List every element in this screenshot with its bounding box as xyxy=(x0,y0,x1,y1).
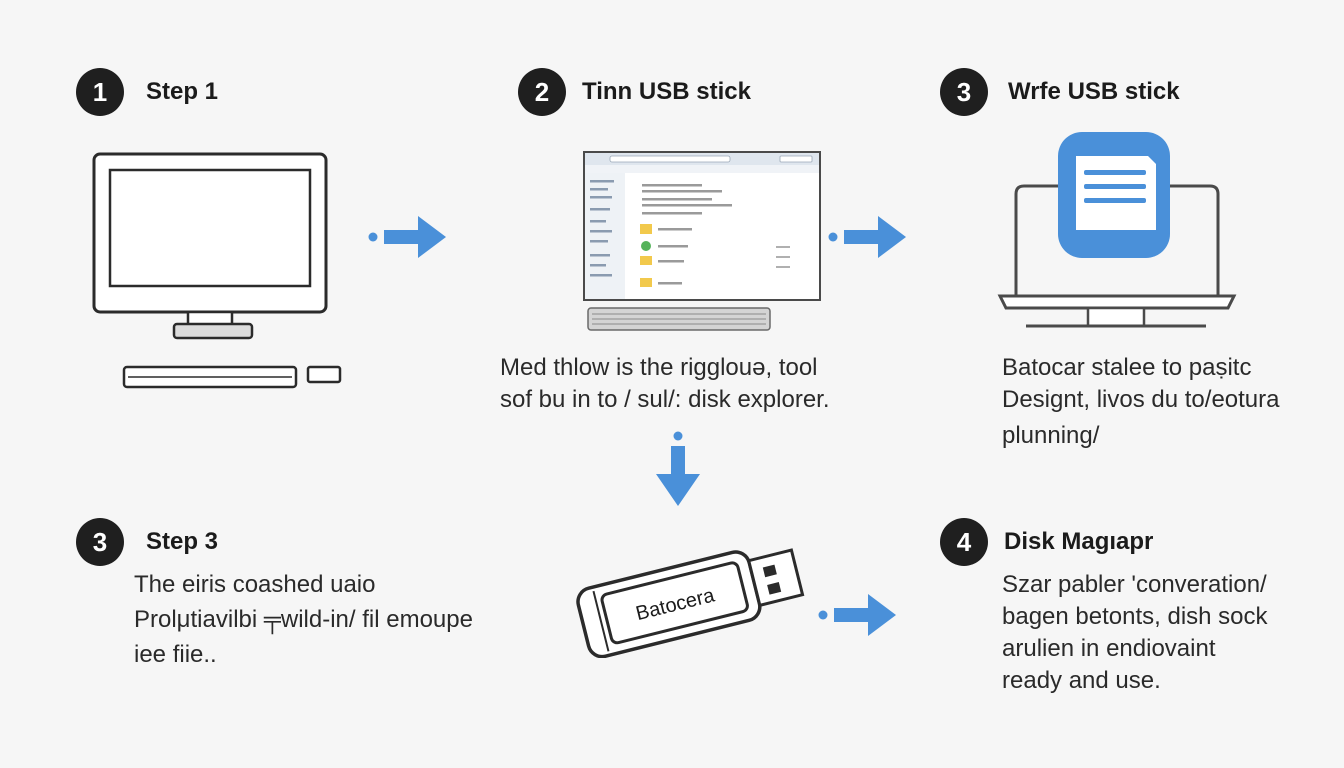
left-bottom-description: The eiris coashed uaio Prolμtiavilbi ╤wi… xyxy=(134,569,473,671)
middle-description: Med thlow is the rigglouə, tool sof bu i… xyxy=(500,352,830,416)
description-line: arulien in endiovaint xyxy=(1002,635,1216,662)
step-4-title: Disk Magıapr xyxy=(1004,528,1154,555)
step-1-badge: 1 xyxy=(76,68,124,116)
arrow-down-icon xyxy=(656,431,700,506)
laptop-document-icon xyxy=(997,132,1237,328)
description-line: plunning/ xyxy=(1002,422,1100,449)
step-2-title: Tinn USB stick xyxy=(582,78,751,105)
usb-stick-icon: Batocera xyxy=(576,548,805,658)
description-line: Prolμtiavilbi ╤wild-in/ fil emoupe xyxy=(134,606,473,633)
step-3-badge: 3 xyxy=(940,68,988,116)
description-line: Med thlow is the rigglouə, tool xyxy=(500,354,818,381)
step-2-badge: 2 xyxy=(518,68,566,116)
right-bottom-description: Szar pabler 'converation/ bagen betonts,… xyxy=(1002,569,1268,697)
laptop-explorer-icon xyxy=(583,151,821,331)
description-line: sof bu in to / sul/: disk explorer. xyxy=(500,386,830,413)
description-line: Designt, livos du to/eotura xyxy=(1002,386,1280,413)
right-top-description: Batocar stalee to paṣitc Designt, livos … xyxy=(1002,352,1280,452)
step-3b-title: Step 3 xyxy=(146,528,219,555)
description-line: bagen betonts, dish sock xyxy=(1002,603,1268,630)
step-4-badge: 4 xyxy=(940,518,988,566)
step-1-title: Step 1 xyxy=(146,78,219,105)
arrow-right-icon xyxy=(828,216,906,258)
arrow-right-icon xyxy=(368,216,446,258)
monitor-icon xyxy=(92,152,342,389)
description-line: The eiris coashed uaio xyxy=(134,571,376,598)
description-line: iee fiie.. xyxy=(134,641,217,668)
description-line: Szar pabler 'converation/ xyxy=(1002,571,1267,598)
step-3-title: Wrfe USB stick xyxy=(1008,78,1180,105)
description-line: ready and use. xyxy=(1002,667,1161,694)
description-line: Batocar stalee to paṣitc xyxy=(1002,354,1252,381)
step-3b-badge: 3 xyxy=(76,518,124,566)
arrow-right-icon xyxy=(818,594,896,636)
